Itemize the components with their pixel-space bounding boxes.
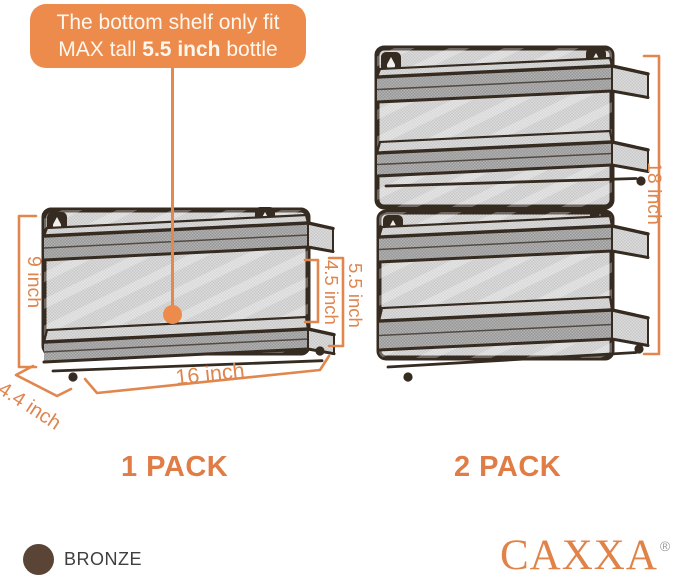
- bracket-18-inch: [642, 54, 661, 356]
- rack-drawings: [41, 45, 650, 382]
- bracket-16-inch: [83, 354, 331, 395]
- callout-line2: MAX tall 5.5 inch bottle: [58, 38, 278, 61]
- rack-2pack-upper: [374, 45, 650, 210]
- callout-bold-value: 5.5 inch: [142, 38, 221, 61]
- bracket-9-inch: [17, 214, 38, 369]
- brand-logo: CAXXA®: [500, 531, 672, 579]
- callout-line1: The bottom shelf only fit: [56, 11, 280, 34]
- callout-pointer-line: [171, 66, 174, 310]
- brand-name: CAXXA: [500, 532, 658, 579]
- rack-1pack: [41, 207, 336, 382]
- bracket-5-5-inch: [327, 256, 345, 348]
- bracket-4-5-inch: [303, 258, 320, 324]
- callout-pointer-dot: [163, 305, 182, 324]
- dimension-label-18-inch: 18 inch: [643, 162, 665, 225]
- bronze-color-swatch: [23, 544, 54, 575]
- rack-2pack-lower: [376, 209, 650, 382]
- bracket-4-4-inch: [14, 364, 73, 398]
- dimension-label-4-5-inch: 4.5 inch: [321, 260, 342, 325]
- registered-mark-icon: ®: [659, 538, 672, 554]
- callout-bubble: The bottom shelf only fit MAX tall 5.5 i…: [30, 4, 306, 68]
- bronze-label: BRONZE: [64, 549, 143, 569]
- dimension-label-5-5-inch: 5.5 inch: [345, 263, 366, 328]
- dimension-label-9-inch: 9 inch: [23, 256, 45, 309]
- pack-label-1: 1 PACK: [121, 451, 229, 483]
- pack-label-2: 2 PACK: [454, 451, 562, 483]
- dimension-brackets: [14, 54, 661, 398]
